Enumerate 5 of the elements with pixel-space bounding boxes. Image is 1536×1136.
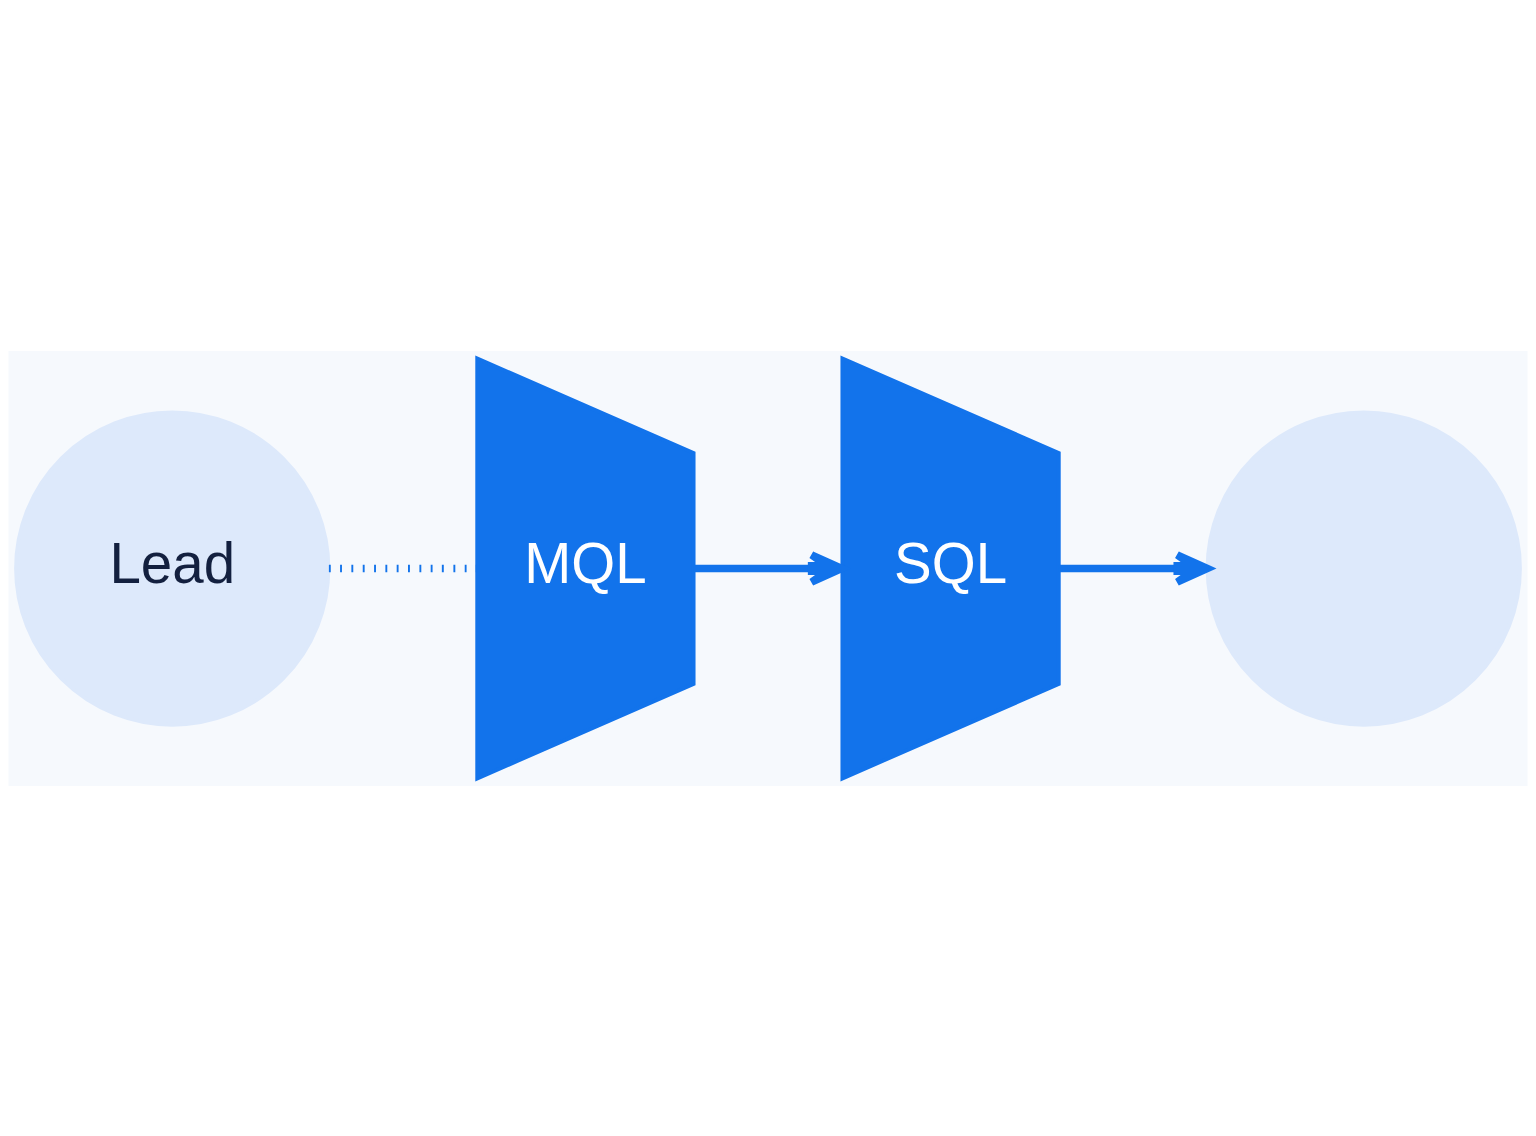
node-circle — [1205, 409, 1522, 727]
node-circle: Lead — [14, 409, 331, 727]
node-box: MQL — [475, 355, 696, 781]
node-box: SQL — [840, 355, 1061, 781]
connector — [328, 564, 477, 572]
